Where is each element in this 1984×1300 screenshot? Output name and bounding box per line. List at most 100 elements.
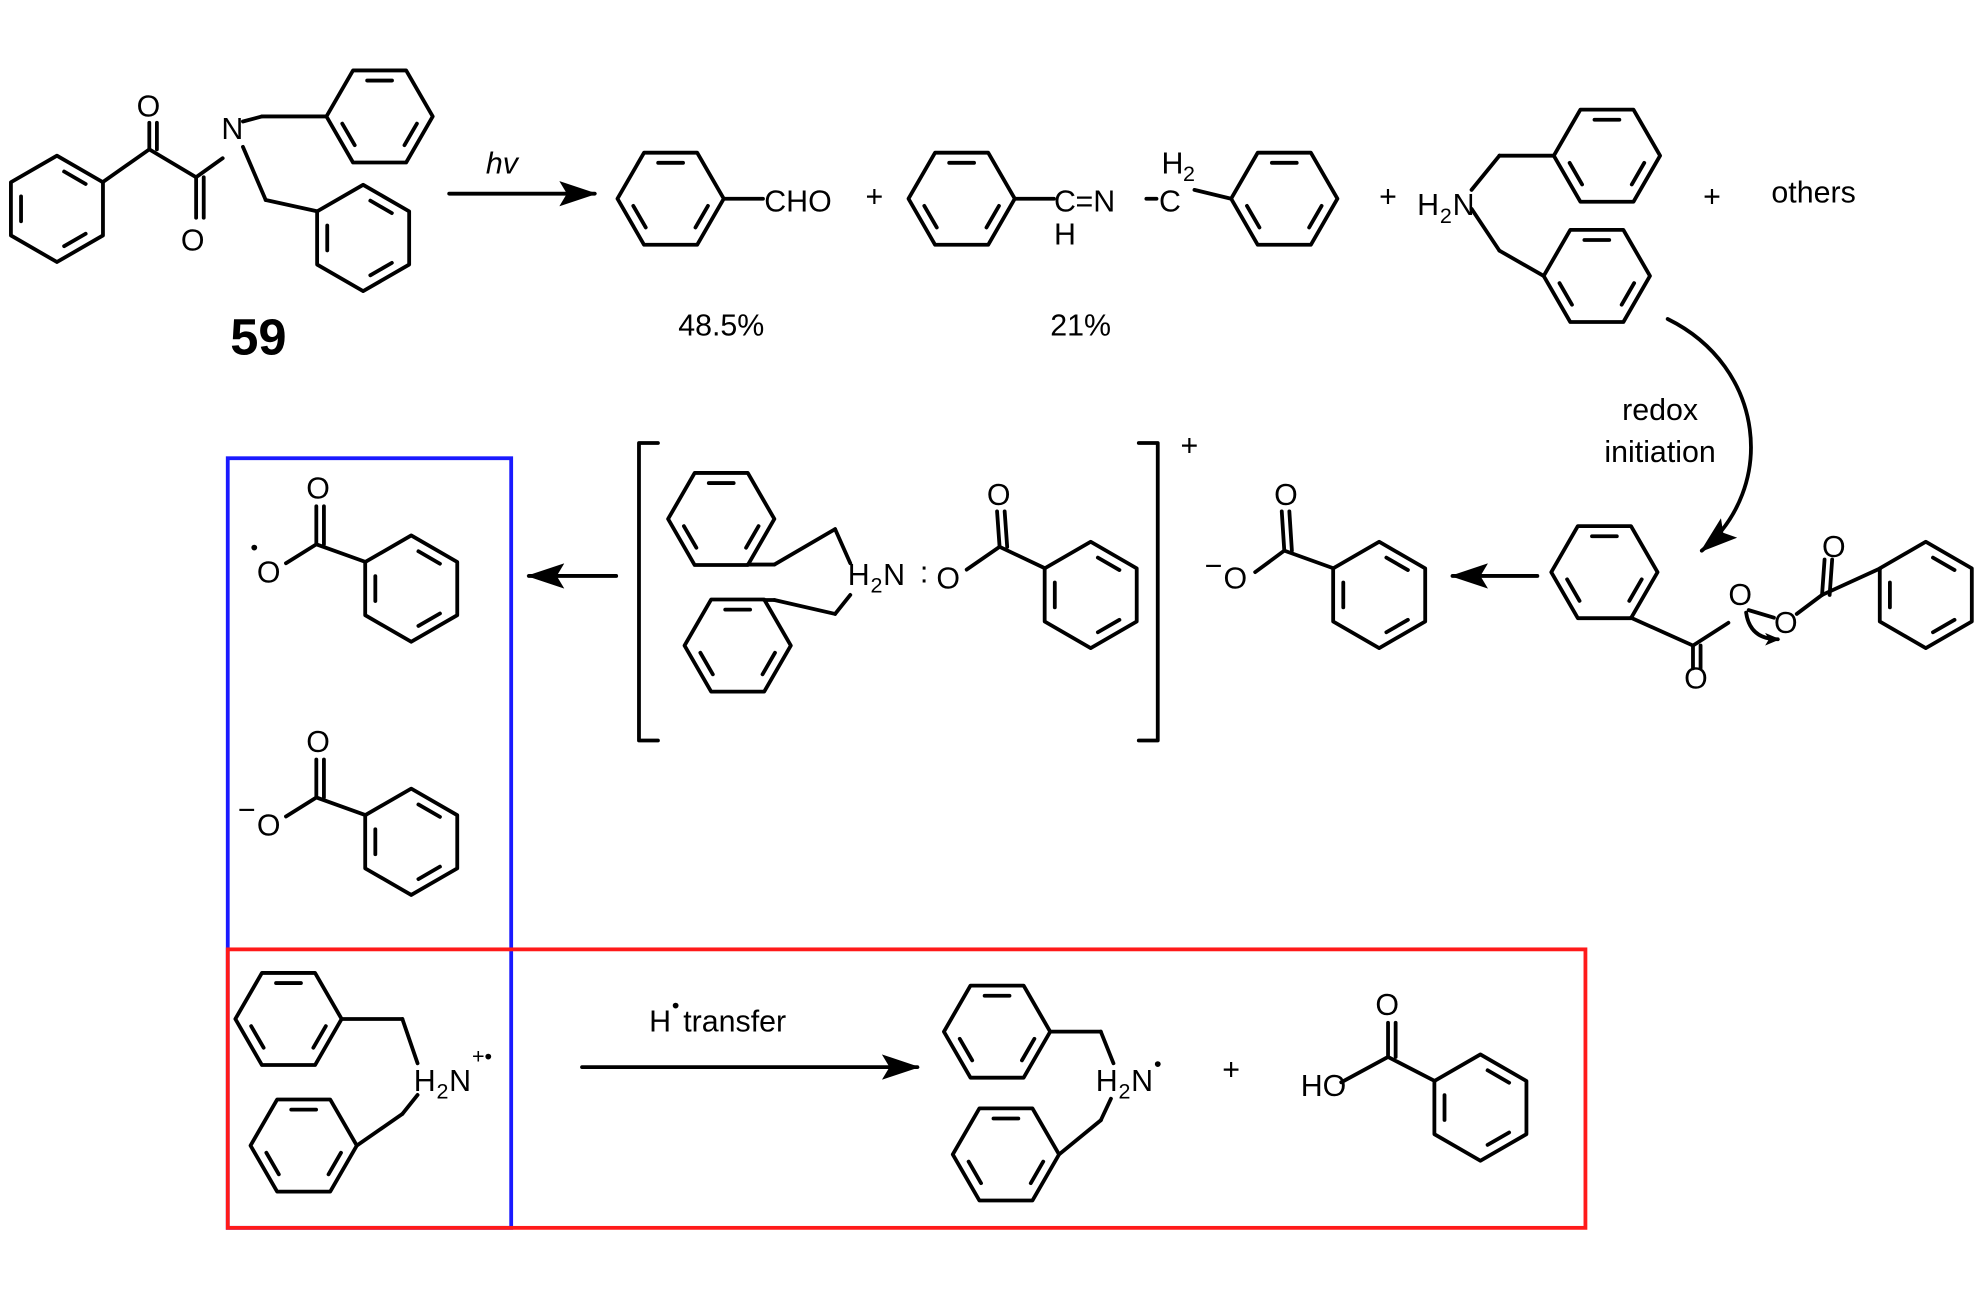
bond — [1098, 1096, 1113, 1123]
amine-sub: 2 — [1440, 204, 1452, 228]
atom-O: O — [137, 90, 161, 123]
ring-double-bond — [984, 204, 1001, 230]
benzene-ring — [682, 597, 793, 694]
yield-benzaldehyde: 48.5% — [678, 309, 764, 342]
ring-double-bond — [1619, 281, 1637, 307]
atom-O: O — [1274, 479, 1298, 512]
bond — [772, 527, 838, 567]
bond — [1279, 509, 1287, 553]
ring-double-bond — [1384, 617, 1410, 635]
bonds — [100, 114, 1883, 1157]
ring-double-bond — [62, 231, 88, 249]
benzene-ring — [324, 68, 435, 165]
benzene-ring — [906, 150, 1017, 247]
ring-outline — [950, 1106, 1061, 1203]
bond — [400, 1093, 420, 1116]
ring-outline — [1042, 539, 1139, 650]
amine-n: N — [1453, 189, 1475, 222]
ring-outline — [248, 1097, 359, 1194]
ring-outline — [615, 150, 726, 247]
h2n-h: H — [1096, 1065, 1118, 1098]
bond — [354, 1112, 405, 1148]
bracket-charge: + — [1181, 430, 1199, 463]
atom-O: O — [1774, 607, 1798, 640]
ring-outline — [363, 533, 460, 644]
benzene-ring — [1549, 524, 1660, 621]
benzene-ring — [1331, 539, 1428, 650]
ring-double-bond — [922, 204, 939, 230]
red-box — [225, 947, 1588, 1230]
amine-h: H — [1417, 189, 1439, 222]
electron-push-arrow — [1744, 610, 1781, 646]
ring-double-bond — [631, 204, 648, 230]
ring-double-bond — [1307, 204, 1324, 230]
ring-outline — [1432, 1052, 1529, 1163]
bond — [1192, 187, 1234, 201]
radical-dot: • — [1154, 1052, 1162, 1076]
bond — [772, 598, 838, 616]
ring-outline — [1877, 539, 1974, 650]
bond — [1002, 509, 1010, 549]
benzene-ring — [1541, 228, 1652, 324]
ring-outline — [324, 68, 435, 165]
h2n-n: N — [449, 1065, 471, 1098]
benzene-ring — [666, 471, 777, 567]
h2n-n: N — [1131, 1065, 1153, 1098]
ring-double-bond — [416, 864, 442, 881]
bond — [833, 593, 853, 616]
bond — [1282, 548, 1336, 571]
bond — [241, 144, 268, 202]
left-bracket — [637, 441, 660, 743]
right-bracket — [1136, 441, 1160, 743]
bond — [314, 542, 368, 564]
atom-O: O — [306, 726, 330, 759]
ring-double-bond — [416, 611, 442, 628]
ring-outline — [942, 983, 1053, 1080]
h-transfer-h: H — [649, 1006, 671, 1039]
ring-double-bond — [1020, 1036, 1037, 1063]
ring-double-bond — [693, 204, 710, 230]
ring-outline — [233, 971, 344, 1067]
benzene-ring — [1432, 1052, 1529, 1163]
ring-outline — [1549, 524, 1660, 621]
benzene-ring — [315, 182, 412, 294]
ring-double-bond — [1485, 1130, 1512, 1147]
ring-double-bond — [1095, 617, 1122, 635]
h2n-h: H — [848, 559, 870, 592]
benzene-ring — [248, 1097, 359, 1194]
bond — [1386, 1055, 1437, 1083]
compound-label: 59 — [230, 308, 286, 365]
imine-c1: C — [1054, 185, 1076, 218]
bond — [147, 147, 199, 180]
h-transfer-label: transfer — [683, 1006, 786, 1039]
radical-cation: +• — [472, 1044, 492, 1068]
ring-double-bond — [1245, 204, 1262, 230]
ring-double-bond — [966, 1159, 983, 1186]
benzene-ring — [1877, 539, 1974, 650]
ring-double-bond — [1384, 555, 1410, 572]
benzene-ring — [942, 983, 1053, 1080]
ring-double-bond — [698, 650, 715, 677]
bond — [1253, 548, 1287, 575]
atom-O: O — [257, 556, 281, 589]
benzene-ring — [1551, 107, 1662, 204]
benzene-ring — [233, 971, 344, 1067]
ring-double-bond — [957, 1036, 975, 1063]
h2n-h: H — [414, 1065, 436, 1098]
ring-double-bond — [326, 1150, 343, 1177]
ring-double-bond — [416, 802, 442, 819]
plus: + — [865, 180, 883, 213]
ring-outline — [1541, 228, 1652, 324]
ring-double-bond — [311, 1024, 328, 1050]
imine-eq-n: =N — [1076, 185, 1116, 218]
benzene-ring — [615, 150, 726, 247]
ring-double-bond — [1485, 1068, 1512, 1085]
bond — [1820, 557, 1827, 597]
benzene-ring — [9, 153, 105, 264]
redox-curved-arrow — [1665, 317, 1753, 553]
minus: − — [1205, 550, 1223, 583]
h2n-n: N — [883, 559, 905, 592]
redox-label: redox — [1622, 394, 1698, 427]
bond — [1629, 615, 1695, 648]
bond — [997, 544, 1048, 571]
